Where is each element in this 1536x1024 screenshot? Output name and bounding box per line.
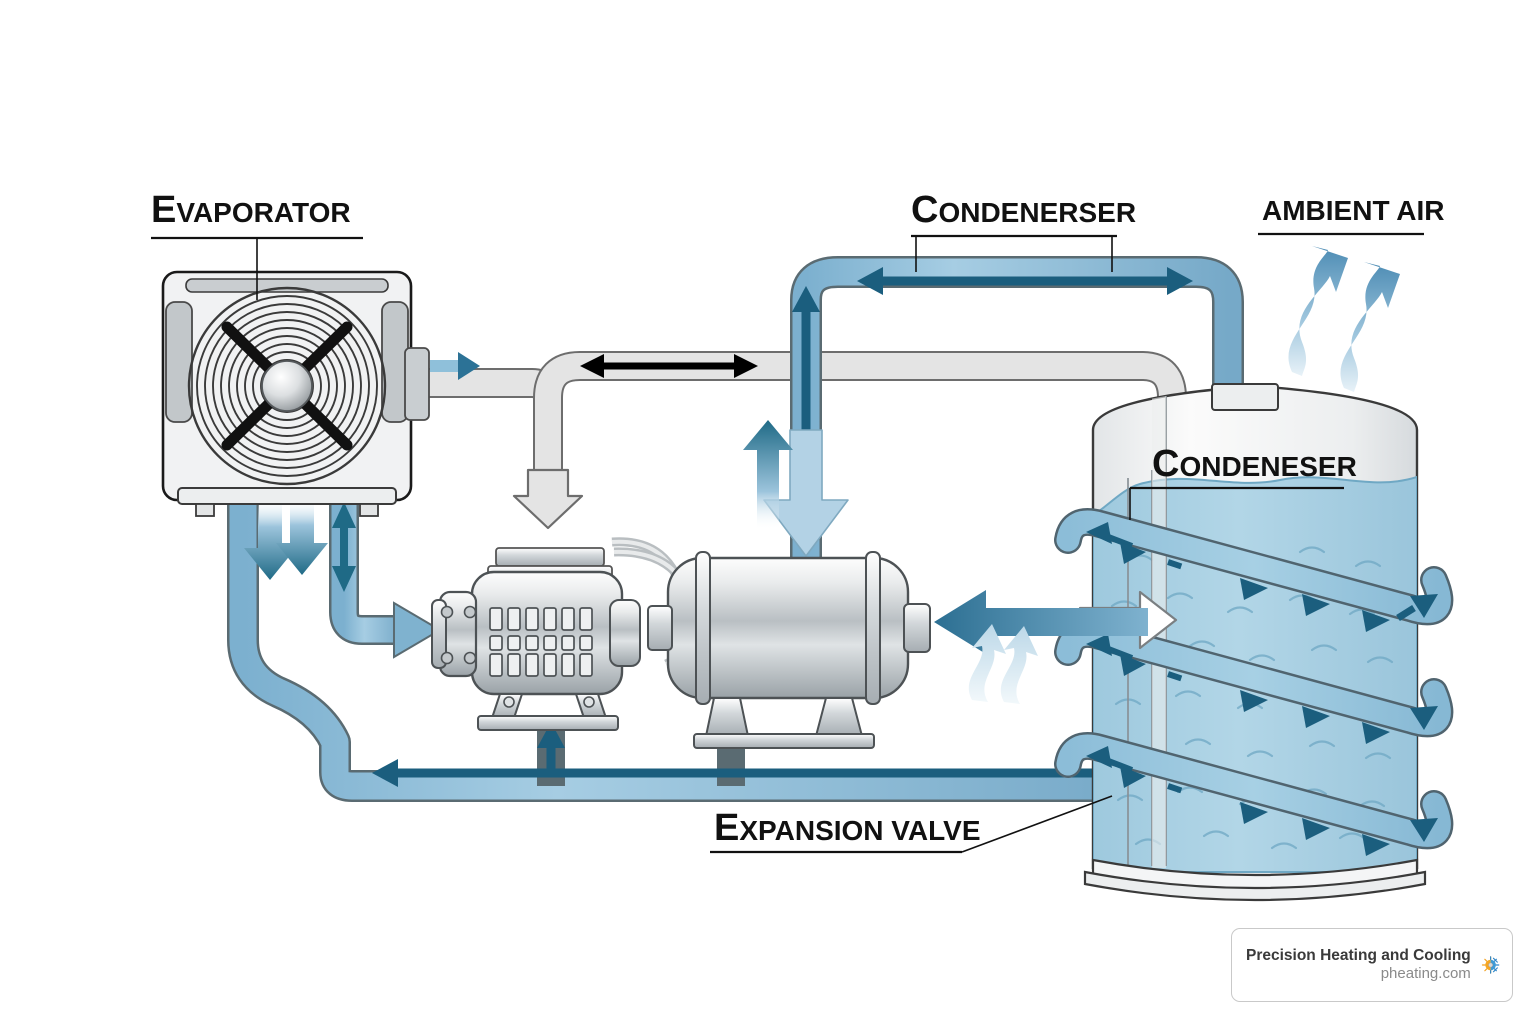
evaporator-unit bbox=[161, 270, 430, 517]
label-evaporator-cap: E bbox=[151, 189, 176, 231]
bottom-line-arrow bbox=[372, 722, 1146, 787]
gray-duct-network bbox=[425, 351, 1187, 530]
evap-down-arrows bbox=[244, 498, 328, 580]
label-expansion-valve-rest: XPANSION VALVE bbox=[739, 815, 980, 846]
compressor-unit bbox=[431, 537, 699, 731]
tank-outlet-arrow bbox=[934, 590, 1148, 654]
evap-outlet-arrow bbox=[430, 352, 480, 380]
label-evaporator-rest: VAPORATOR bbox=[176, 197, 350, 228]
label-condenser-tank-rest: ONDENESER bbox=[1179, 451, 1356, 482]
label-condenser-coil: CONDENERSER bbox=[911, 189, 1136, 272]
ambient-air-arrows bbox=[1288, 246, 1400, 392]
condenser-coils bbox=[1054, 508, 1454, 856]
logo-company-name: Precision Heating and Cooling bbox=[1246, 946, 1471, 964]
coil-arrows-2 bbox=[1086, 634, 1438, 744]
logo-badge: Precision Heating and Cooling pheating.c… bbox=[1231, 928, 1513, 1002]
label-ambient-air-text: AMBIENT AIR bbox=[1262, 195, 1445, 226]
condenser-top-arrow bbox=[857, 267, 1193, 295]
coil-arrows-1 bbox=[1086, 522, 1438, 632]
coil-arrows-3 bbox=[1086, 746, 1438, 856]
label-condenser-coil-cap: C bbox=[911, 189, 938, 231]
label-condenser-tank-cap: C bbox=[1152, 443, 1179, 485]
label-expansion-valve: EXPANSION VALVE bbox=[710, 795, 1113, 854]
label-evaporator: EVAPORATOR bbox=[151, 189, 363, 300]
svg-text:CONDENESER: CONDENESER bbox=[1152, 443, 1357, 485]
evap-to-compressor-arrowhead bbox=[393, 601, 442, 659]
tank-vapor-arrows bbox=[968, 624, 1038, 704]
receiver-tank bbox=[647, 551, 931, 749]
label-ambient-air: AMBIENT AIR bbox=[1258, 195, 1445, 236]
svg-text:EXPANSION VALVE: EXPANSION VALVE bbox=[714, 807, 981, 849]
label-expansion-valve-cap: E bbox=[714, 807, 739, 849]
sun-snowflake-icon bbox=[1481, 956, 1500, 974]
evap-updown-arrow bbox=[332, 502, 356, 592]
svg-text:CONDENERSER: CONDENERSER bbox=[911, 189, 1136, 231]
gray-duct-arrow bbox=[580, 354, 758, 378]
riser-gradient-arrow bbox=[743, 420, 793, 530]
svg-text:EVAPORATOR: EVAPORATOR bbox=[151, 189, 351, 231]
label-condenser-tank: CONDENESER bbox=[1129, 443, 1357, 520]
logo-website: pheating.com bbox=[1380, 965, 1471, 983]
label-condenser-coil-rest: ONDENERSER bbox=[938, 197, 1136, 228]
gray-duct-down-arrowhead bbox=[512, 468, 584, 530]
downcomer-arrow bbox=[763, 429, 849, 557]
